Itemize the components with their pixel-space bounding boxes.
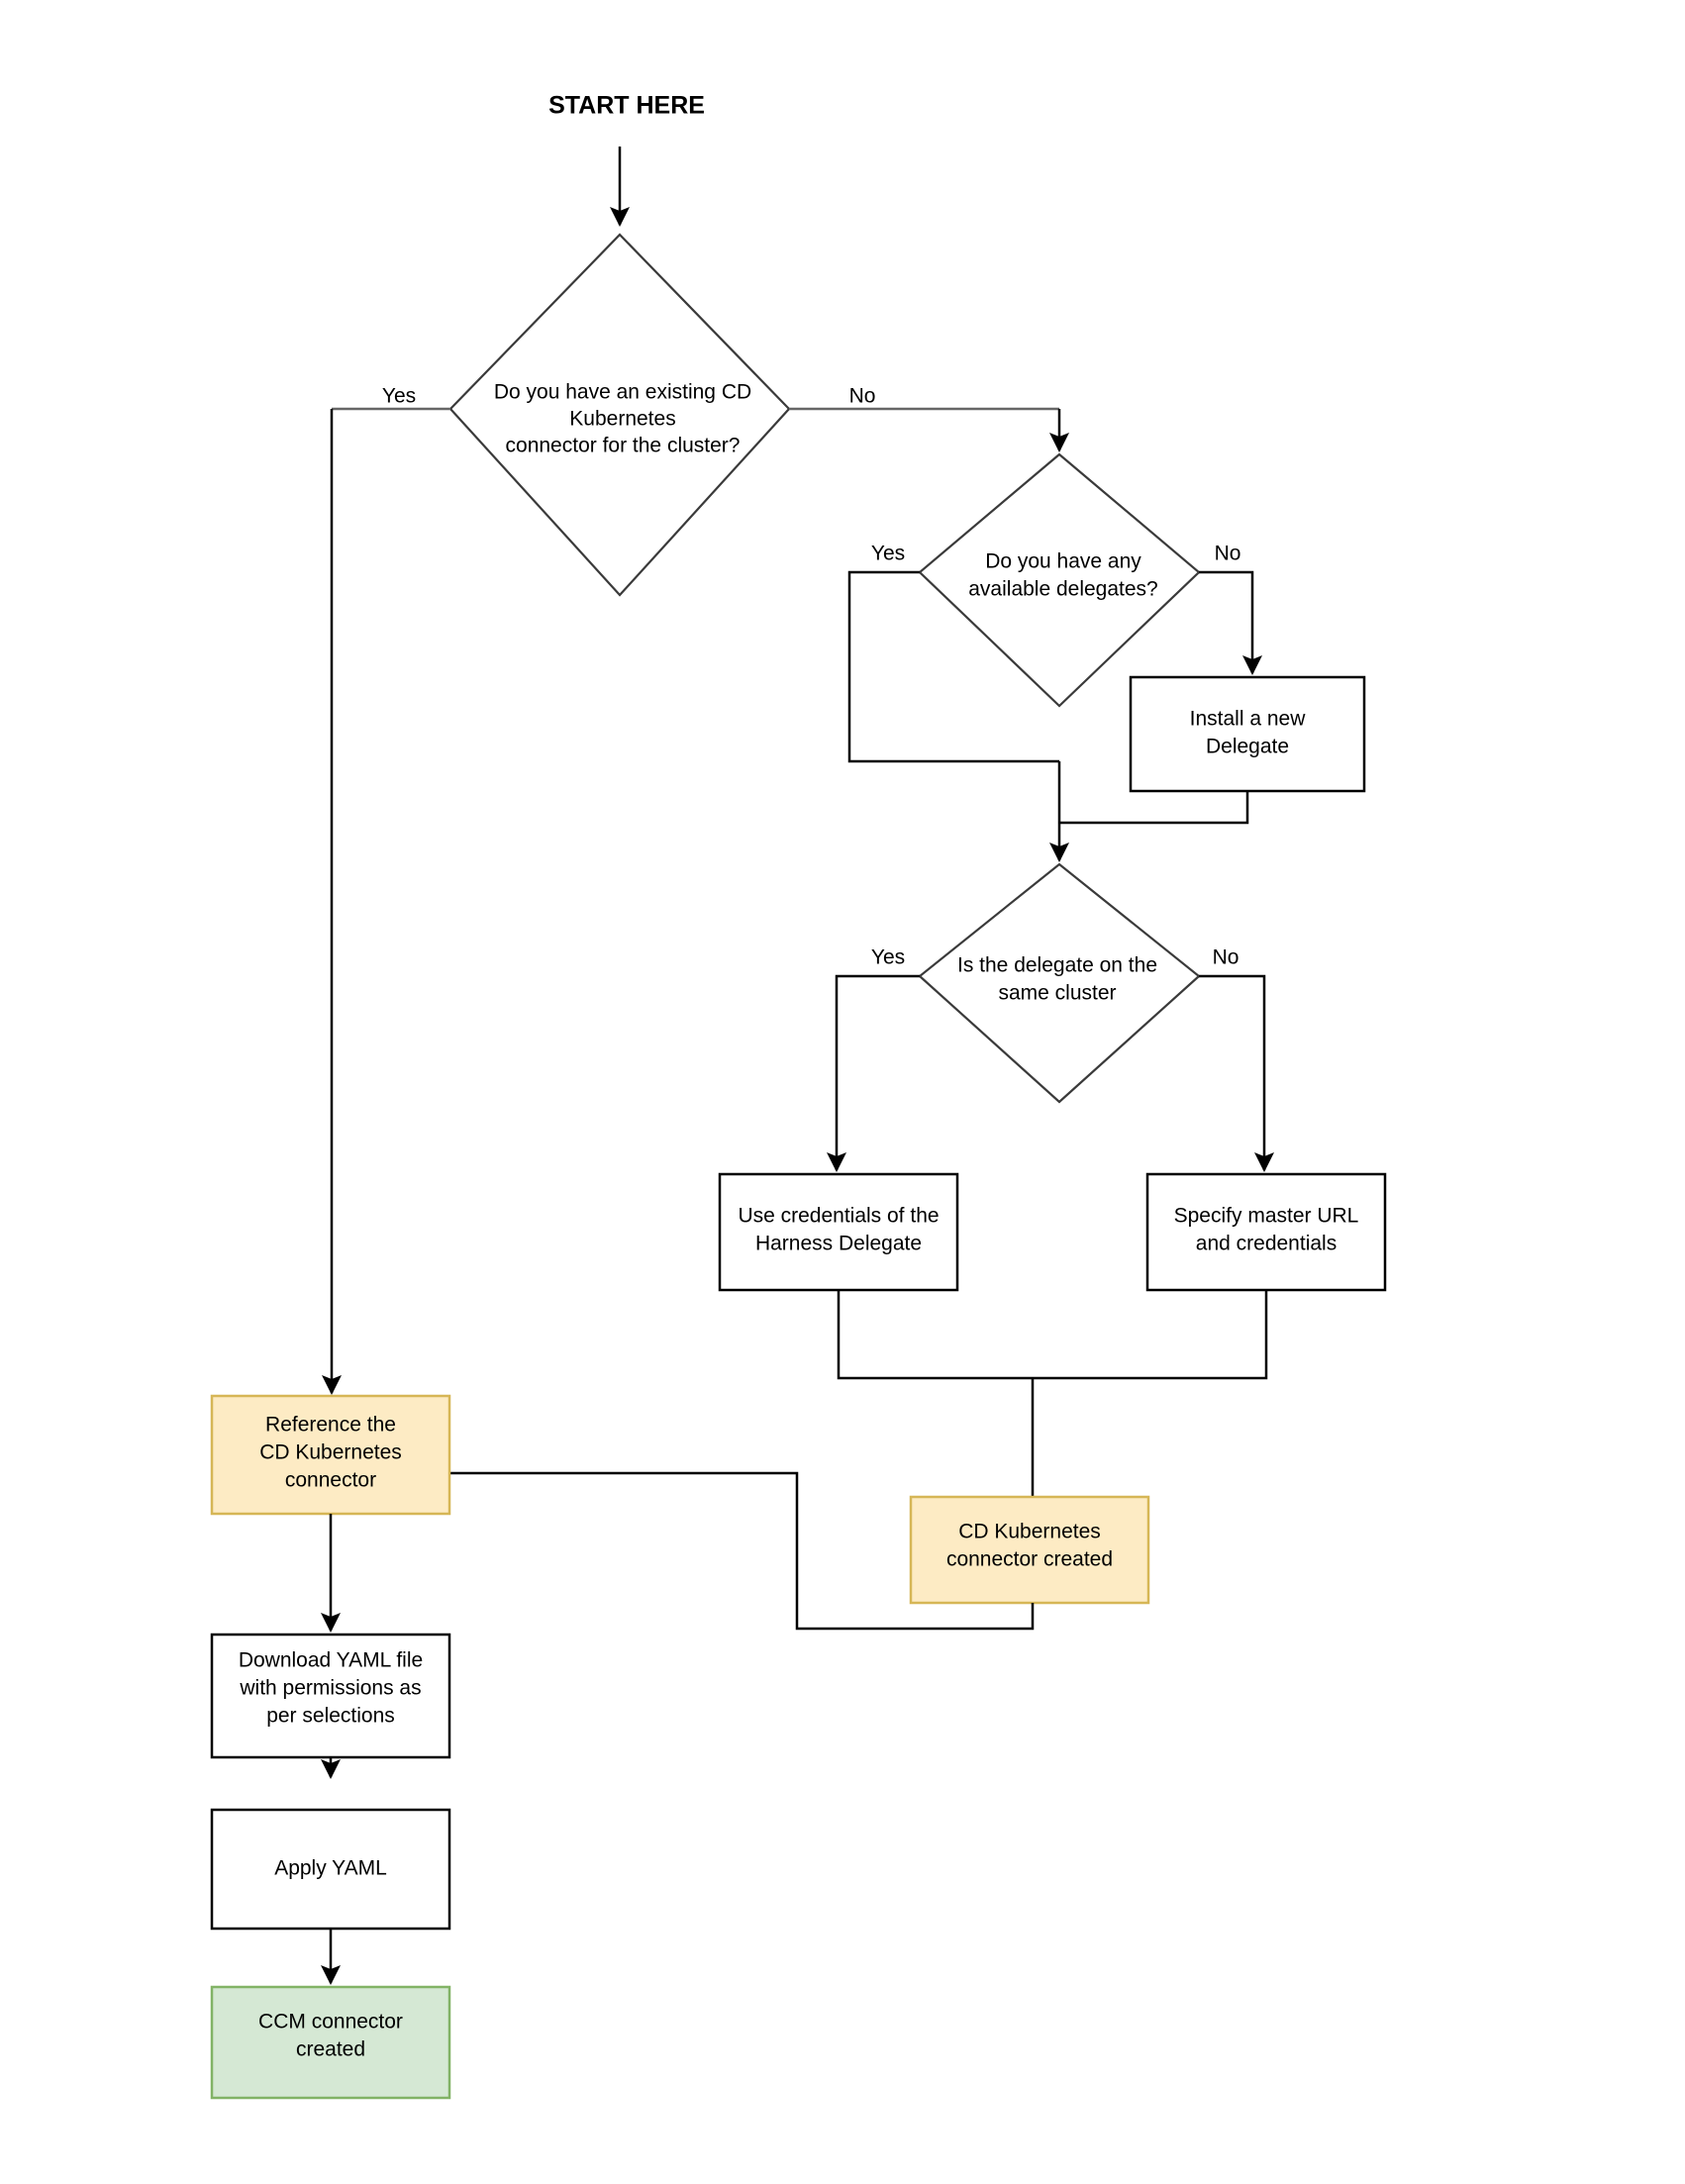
node-specify-master-url-shape — [1145, 1172, 1387, 1292]
node-download-yaml-line-2: with permissions as — [239, 1677, 421, 1700]
node-cd-connector-created-shape — [909, 1495, 1150, 1605]
node-ccm-connector-created-shape — [210, 1985, 451, 2100]
edge-label-existing-connector-yes: Yes — [382, 385, 416, 408]
decision-existing-connector-line-2: Kubernetes — [569, 408, 675, 431]
decision-same-cluster-line-1: Is the delegate on the — [957, 954, 1157, 977]
decision-available-delegates-line-2: available delegates? — [968, 578, 1157, 601]
connector-install-to-trunk — [1059, 791, 1249, 825]
edge-label-same-cluster-no: No — [1213, 946, 1239, 969]
decision-available-delegates-shape — [918, 452, 1201, 708]
edge-label-available-delegates-yes: Yes — [871, 543, 905, 565]
start-here-label: START HERE — [548, 92, 705, 120]
connector-decision2-no-to-install — [1199, 570, 1262, 676]
node-use-credentials-line-2: Harness Delegate — [755, 1233, 922, 1255]
decision-existing-connector-line-1: Do you have an existing CD — [494, 381, 751, 404]
connector-specify-url-merge — [1033, 1290, 1268, 1380]
node-download-yaml[interactable]: Download YAML file with permissions as p… — [210, 1633, 451, 1759]
node-ccm-connector-created-line-1: CCM connector — [258, 2011, 403, 2034]
node-reference-cd-connector[interactable]: Reference the CD Kubernetes connector — [210, 1394, 451, 1516]
decision-same-cluster-shape — [918, 862, 1201, 1104]
node-cd-connector-created-line-1: CD Kubernetes — [958, 1521, 1101, 1543]
node-download-yaml-shape — [210, 1633, 451, 1759]
node-install-new-delegate-line-2: Delegate — [1206, 736, 1289, 758]
node-apply-yaml[interactable]: Apply YAML — [210, 1808, 451, 1931]
node-specify-master-url-line-2: and credentials — [1196, 1233, 1337, 1255]
node-install-new-delegate-line-1: Install a new — [1190, 708, 1307, 731]
node-reference-cd-connector-line-3: connector — [285, 1469, 376, 1492]
node-install-new-delegate-shape — [1129, 675, 1366, 793]
node-reference-cd-connector-shape — [210, 1394, 451, 1516]
node-cd-connector-created-line-2: connector created — [946, 1548, 1113, 1571]
node-ccm-connector-created[interactable]: CCM connector created — [210, 1985, 451, 2100]
node-specify-master-url[interactable]: Specify master URL and credentials — [1145, 1172, 1387, 1292]
decision-same-cluster-line-2: same cluster — [998, 982, 1116, 1005]
connector-use-credentials-merge — [837, 1290, 1033, 1380]
connector-decision3-no-to-specify-url — [1199, 974, 1274, 1173]
node-ccm-connector-created-line-2: created — [296, 2038, 365, 2061]
decision-existing-connector-shape — [448, 233, 791, 597]
decision-existing-connector-line-3: connector for the cluster? — [506, 435, 741, 457]
node-reference-cd-connector-line-1: Reference the — [265, 1414, 396, 1437]
edge-label-existing-connector-no: No — [849, 385, 876, 408]
node-cd-connector-created[interactable]: CD Kubernetes connector created — [909, 1495, 1150, 1605]
edge-label-available-delegates-no: No — [1215, 543, 1241, 565]
node-specify-master-url-line-1: Specify master URL — [1174, 1205, 1359, 1228]
node-apply-yaml-line-1: Apply YAML — [274, 1857, 387, 1880]
node-download-yaml-line-1: Download YAML file — [239, 1649, 423, 1672]
decision-existing-connector[interactable]: Do you have an existing CD Kubernetes co… — [448, 233, 791, 597]
node-use-credentials-harness-delegate[interactable]: Use credentials of the Harness Delegate — [718, 1172, 959, 1292]
decision-available-delegates[interactable]: Do you have any available delegates? — [918, 452, 1201, 708]
connector-decision3-yes-to-use-credentials — [827, 974, 920, 1173]
node-install-new-delegate[interactable]: Install a new Delegate — [1129, 675, 1366, 793]
node-reference-cd-connector-line-2: CD Kubernetes — [259, 1441, 402, 1464]
connector-cd-created-to-reference — [334, 1463, 1035, 1631]
node-use-credentials-line-1: Use credentials of the — [738, 1205, 939, 1228]
node-use-credentials-shape — [718, 1172, 959, 1292]
decision-same-cluster[interactable]: Is the delegate on the same cluster — [918, 862, 1201, 1104]
node-apply-yaml-shape — [210, 1808, 451, 1931]
edge-label-same-cluster-yes: Yes — [871, 946, 905, 969]
connector-decision2-yes-path — [847, 570, 1059, 763]
decision-available-delegates-line-1: Do you have any — [985, 550, 1141, 573]
node-download-yaml-line-3: per selections — [266, 1705, 395, 1728]
